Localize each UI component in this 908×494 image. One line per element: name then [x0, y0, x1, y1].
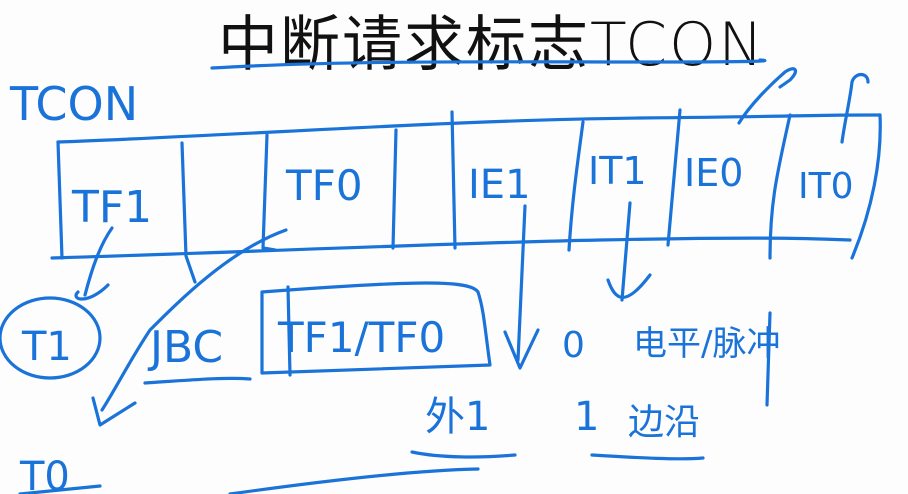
t1-circle [0, 296, 102, 380]
it1-one-underline [590, 453, 705, 461]
divider-1 [180, 141, 197, 284]
divider-4 [450, 110, 457, 250]
it1-one: 1 [574, 394, 599, 440]
it1-brace [765, 311, 772, 407]
t0-underline [18, 484, 102, 494]
arrow-it1-down [606, 201, 652, 302]
register-cell-it1: IT1 [588, 149, 647, 193]
title-underline [210, 58, 767, 70]
jbc-operand-label: TF1/TF0 [277, 313, 445, 362]
jbc-underline [143, 376, 252, 385]
bottom-long-line [228, 467, 480, 494]
divider-6 [666, 108, 682, 247]
register-name-label: TCON [9, 77, 138, 131]
register-box-top [56, 113, 882, 144]
register-box-bottom [50, 236, 852, 260]
arrow-to-it0 [840, 72, 870, 144]
arrow-to-ie0 [737, 67, 797, 125]
t1-label: T1 [21, 324, 72, 370]
it1-zero: 0 [562, 325, 585, 366]
divider-7 [768, 113, 792, 260]
t0-label: T0 [19, 454, 70, 494]
jbc-operand-divider [286, 285, 292, 377]
register-cell-ie0: IE0 [684, 151, 743, 195]
arrow-ie1-down [503, 204, 540, 370]
divider-2 [261, 133, 277, 252]
arrow-tf1-to-t1 [74, 226, 114, 301]
it1-zero-meaning: 电平/脉冲 [633, 324, 780, 364]
divider-5 [567, 120, 585, 252]
jbc-label: JBC [147, 322, 223, 373]
register-cell-tf1: TF1 [71, 182, 152, 233]
register-box-left [56, 140, 64, 260]
register-cell-ie1: IE1 [468, 162, 531, 208]
ie1-meaning: 外1 [425, 394, 490, 440]
register-box-right [850, 113, 882, 260]
it1-one-meaning: 边沿 [628, 402, 700, 443]
register-cell-it0: IT0 [798, 166, 854, 207]
arrow-tf0-to-t0 [91, 228, 288, 427]
divider-3 [391, 128, 398, 250]
page-title: 中断请求标志TCON [218, 10, 766, 80]
jbc-operand-box [260, 281, 492, 375]
ie1-meaning-underline [410, 450, 517, 459]
register-cell-tf0: TF0 [285, 161, 363, 210]
